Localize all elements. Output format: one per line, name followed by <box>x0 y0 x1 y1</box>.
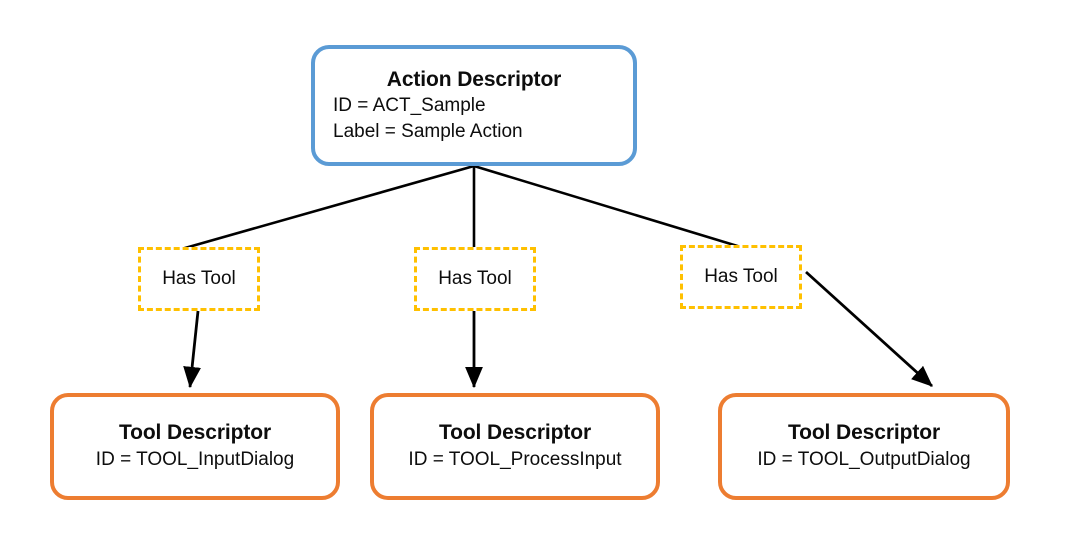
tool-descriptor-1-title: Tool Descriptor <box>118 421 272 445</box>
action-descriptor-id: ID = ACT_Sample <box>333 95 486 117</box>
arrow-label-1-to-tool-1 <box>183 310 202 389</box>
tool-descriptor-1-attributes: ID = TOOL_InputDialog <box>96 447 294 472</box>
edge-root-to-label-1 <box>177 164 475 252</box>
tool-descriptor-2-attributes: ID = TOOL_ProcessInput <box>408 447 621 472</box>
action-descriptor-attributes: ID = ACT_Sample Label = Sample Action <box>333 93 523 144</box>
arrow-label-3-to-tool-3 <box>805 270 933 388</box>
node-action-descriptor[interactable]: Action Descriptor ID = ACT_Sample Label … <box>311 45 637 166</box>
tool-descriptor-1-id: ID = TOOL_InputDialog <box>95 449 295 471</box>
edge-label-has-tool-3-text: Has Tool <box>704 266 778 287</box>
tool-descriptor-2-title: Tool Descriptor <box>438 421 592 445</box>
node-tool-descriptor-process-input[interactable]: Tool Descriptor ID = TOOL_ProcessInput <box>370 393 660 500</box>
edge-label-has-tool-1-text: Has Tool <box>162 268 236 289</box>
edge-root-to-label-3 <box>473 164 745 250</box>
tool-descriptor-3-title: Tool Descriptor <box>787 421 941 445</box>
node-tool-descriptor-output-dialog[interactable]: Tool Descriptor ID = TOOL_OutputDialog <box>718 393 1010 500</box>
edge-label-has-tool-1[interactable]: Has Tool <box>138 247 260 311</box>
edge-label-has-tool-2[interactable]: Has Tool <box>414 247 536 311</box>
tool-descriptor-2-id: ID = TOOL_ProcessInput <box>408 449 622 471</box>
node-tool-descriptor-input-dialog[interactable]: Tool Descriptor ID = TOOL_InputDialog <box>50 393 340 500</box>
tool-descriptor-3-id: ID = TOOL_OutputDialog <box>757 449 971 471</box>
tool-descriptor-3-attributes: ID = TOOL_OutputDialog <box>757 447 970 472</box>
edge-label-has-tool-2-text: Has Tool <box>438 268 512 289</box>
edge-label-has-tool-3[interactable]: Has Tool <box>680 245 802 309</box>
action-descriptor-title: Action Descriptor <box>386 67 562 91</box>
action-descriptor-label: Label = Sample Action <box>333 120 523 142</box>
